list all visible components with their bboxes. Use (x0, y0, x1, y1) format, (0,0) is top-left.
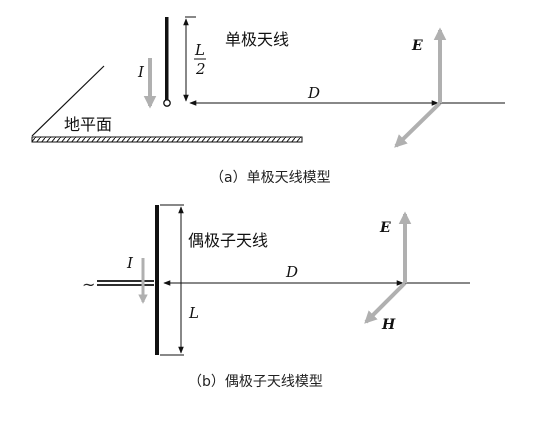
dipole-caption: （b）偶极子天线模型 (188, 374, 323, 390)
wave-direction-vector (394, 101, 442, 148)
monopole-element (165, 17, 169, 100)
e-field-label: E (379, 220, 391, 236)
ground-plane: 地平面 (31, 65, 303, 143)
monopole-caption: （a）单极天线模型 (210, 170, 331, 186)
distance-label: D (307, 84, 320, 102)
dipole-element (155, 205, 159, 355)
height-numerator: L (194, 41, 205, 59)
height-denominator: 2 (195, 60, 206, 78)
dipole-label: 偶极子天线 (188, 231, 268, 250)
dipole-model: ~ I L 偶极子天线 D E H （b）偶极子天线模型 (82, 204, 470, 390)
e-field-label: E (411, 38, 423, 54)
feed-point (163, 99, 171, 107)
current-label: I (126, 254, 134, 272)
ground-label: 地平面 (64, 115, 112, 134)
source-symbol: ~ (82, 275, 95, 294)
monopole-model: 地平面 I L 2 单极天线 D E （a）单极天线模型 (31, 16, 505, 186)
monopole-label: 单极天线 (225, 30, 289, 49)
height-dimension: L 2 (183, 16, 206, 102)
h-field-vector (364, 281, 407, 324)
length-label: L (188, 304, 199, 322)
h-field-label: H (381, 317, 396, 333)
length-dimension: L (160, 204, 199, 356)
current-label: I (137, 63, 145, 81)
distance-label: D (285, 263, 298, 281)
